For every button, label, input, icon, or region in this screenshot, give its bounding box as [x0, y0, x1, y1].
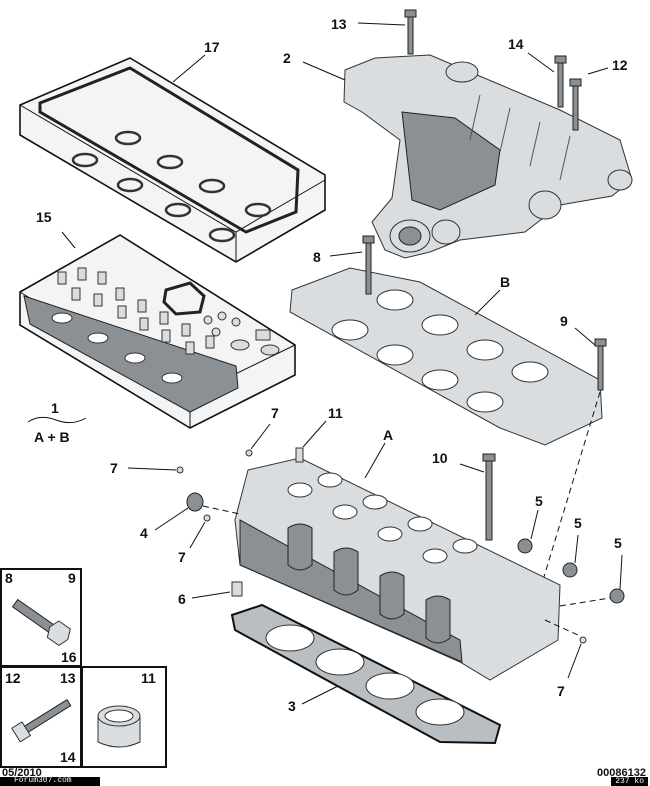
- callout-5-b: 5: [574, 515, 582, 531]
- callout-3: 3: [288, 698, 296, 714]
- svg-text:9: 9: [68, 570, 76, 586]
- svg-text:16: 16: [61, 649, 77, 665]
- callout-7-bottom-right: 7: [557, 683, 565, 699]
- callout-17: 17: [204, 39, 220, 55]
- watermark-text: Forum307.com: [14, 776, 72, 785]
- svg-text:12: 12: [5, 670, 21, 686]
- callout-6: 6: [178, 591, 186, 607]
- callout-7-left: 7: [110, 460, 118, 476]
- callout-A: A: [383, 427, 393, 443]
- callout-1: 1: [51, 400, 59, 416]
- head-gasket-kit-box-15: [19, 234, 296, 429]
- intake-manifold-cam-cover: [343, 54, 633, 259]
- bolt-9: [594, 338, 607, 391]
- callout-14: 14: [508, 36, 524, 52]
- svg-text:14: 14: [60, 749, 76, 765]
- callout-4: 4: [140, 525, 148, 541]
- plug-5-a: [517, 538, 533, 554]
- callout-5-a: 5: [535, 493, 543, 509]
- svg-text:13: 13: [60, 670, 76, 686]
- callout-7-lower-left: 7: [178, 549, 186, 565]
- callout-10: 10: [432, 450, 448, 466]
- callout-2: 2: [283, 50, 291, 66]
- dowel-11: [295, 447, 304, 463]
- head-gasket-3: [230, 603, 502, 745]
- inset-dowel-11: 11: [81, 666, 167, 768]
- watermark-bar: [0, 777, 100, 786]
- plug-7-lower-left: [203, 514, 211, 522]
- bolt-13: [404, 9, 417, 55]
- plug-7-top: [245, 449, 253, 457]
- svg-text:11: 11: [141, 670, 156, 686]
- diagram-reference: 00086132: [597, 767, 646, 779]
- bolt-12: [569, 78, 582, 131]
- callout-B: B: [500, 274, 510, 290]
- callout-7-top: 7: [271, 405, 279, 421]
- callout-1-assembly: A + B: [34, 429, 70, 445]
- callout-12: 12: [612, 57, 628, 73]
- svg-text:8: 8: [5, 570, 13, 586]
- callout-13: 13: [331, 16, 347, 32]
- plug-4: [186, 492, 204, 512]
- plug-5-b: [562, 562, 578, 578]
- callout-11: 11: [328, 405, 343, 421]
- callout-5-c: 5: [614, 535, 622, 551]
- plug-5-c: [609, 588, 625, 604]
- file-size-badge: 237 ko: [611, 777, 648, 786]
- sleeve-6: [231, 581, 243, 597]
- camshaft-carrier-b: [289, 267, 603, 446]
- head-bolt-10: [482, 453, 496, 541]
- gasket-kit-box-17: [19, 57, 326, 263]
- inset-bolt-8-9-16: 8 9 16: [0, 568, 82, 667]
- callout-15: 15: [36, 209, 52, 225]
- callout-8: 8: [313, 249, 321, 265]
- plug-7-bottom-right: [579, 636, 587, 644]
- bolt-14: [554, 55, 567, 108]
- cylinder-head-a: [234, 457, 561, 681]
- bolt-8: [362, 235, 375, 295]
- callout-9: 9: [560, 313, 568, 329]
- inset-screw-12-13-14: 12 13 14: [0, 666, 82, 768]
- diagram-date: 05/2010: [2, 767, 42, 779]
- plug-7-left: [176, 466, 184, 474]
